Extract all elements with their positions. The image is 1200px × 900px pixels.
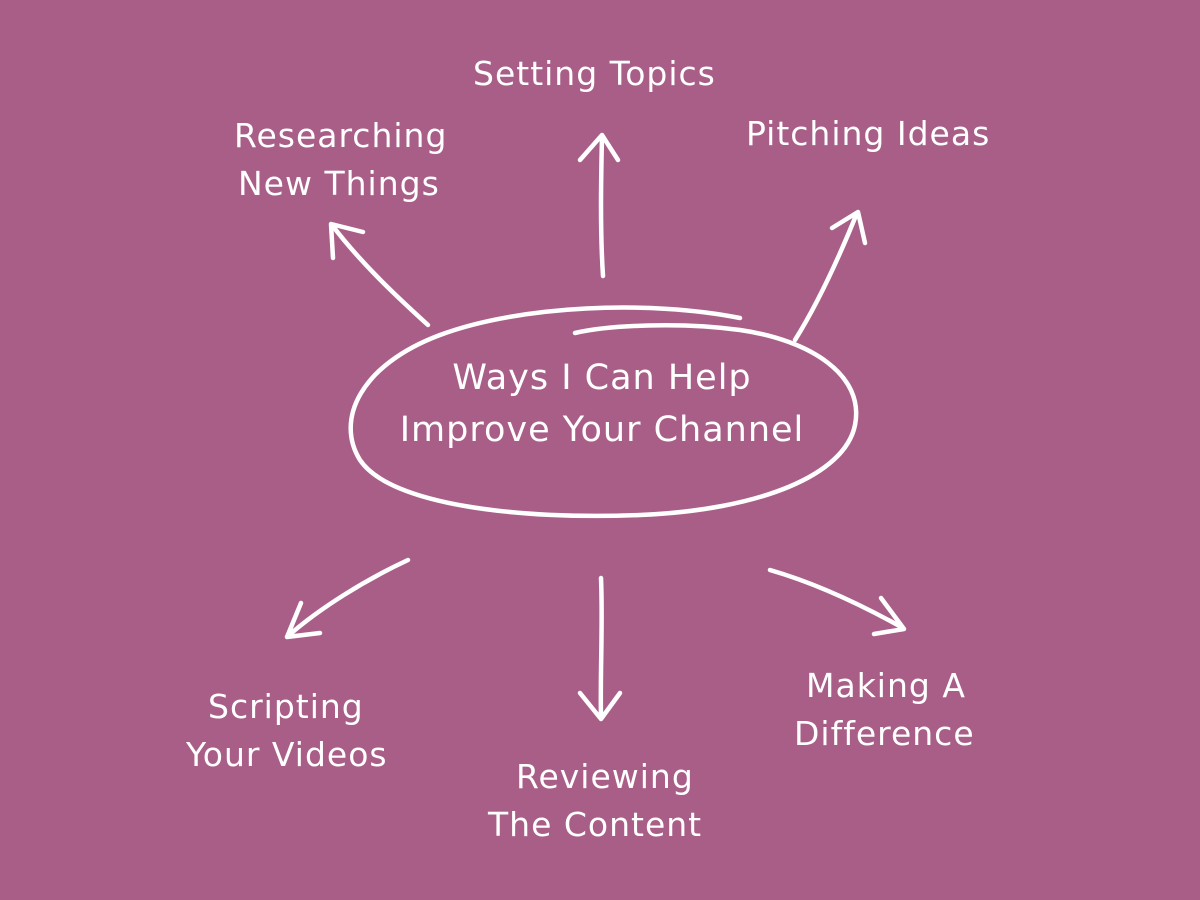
center-title: Ways I Can Help Improve Your Channel — [372, 352, 832, 456]
center-title-line1: Ways I Can Help — [452, 358, 752, 398]
branch-pitching-ideas-text: Pitching Ideas — [746, 114, 991, 153]
branch-researching-line2: New Things — [238, 164, 440, 203]
branch-setting-topics-text: Setting Topics — [473, 54, 716, 93]
arrow-to-reviewing — [577, 575, 623, 722]
arrow-to-pitching-ideas — [792, 209, 868, 343]
branch-reviewing: Reviewing The Content — [488, 753, 702, 849]
arrow-to-setting-topics — [577, 132, 621, 279]
arrow-to-making-difference — [767, 567, 907, 637]
branch-researching: Researching New Things — [234, 112, 447, 208]
branch-setting-topics: Setting Topics — [473, 50, 716, 98]
center-ellipse — [348, 305, 859, 519]
branch-pitching-ideas: Pitching Ideas — [746, 110, 990, 158]
arrow-to-scripting — [284, 557, 411, 640]
branch-reviewing-line2: The Content — [488, 805, 703, 844]
branch-researching-line1: Researching — [234, 116, 448, 155]
branch-making-difference-line1: Making A — [806, 666, 966, 705]
branch-making-difference-line2: Difference — [794, 714, 975, 753]
branch-scripting: Scripting Your Videos — [186, 683, 388, 779]
branch-making-difference: Making A Difference — [794, 662, 975, 758]
branch-reviewing-line1: Reviewing — [516, 757, 694, 796]
center-title-line2: Improve Your Channel — [399, 410, 805, 450]
branch-scripting-line2: Your Videos — [186, 735, 388, 774]
branch-scripting-line1: Scripting — [208, 687, 364, 726]
arrow-to-researching — [328, 221, 431, 328]
